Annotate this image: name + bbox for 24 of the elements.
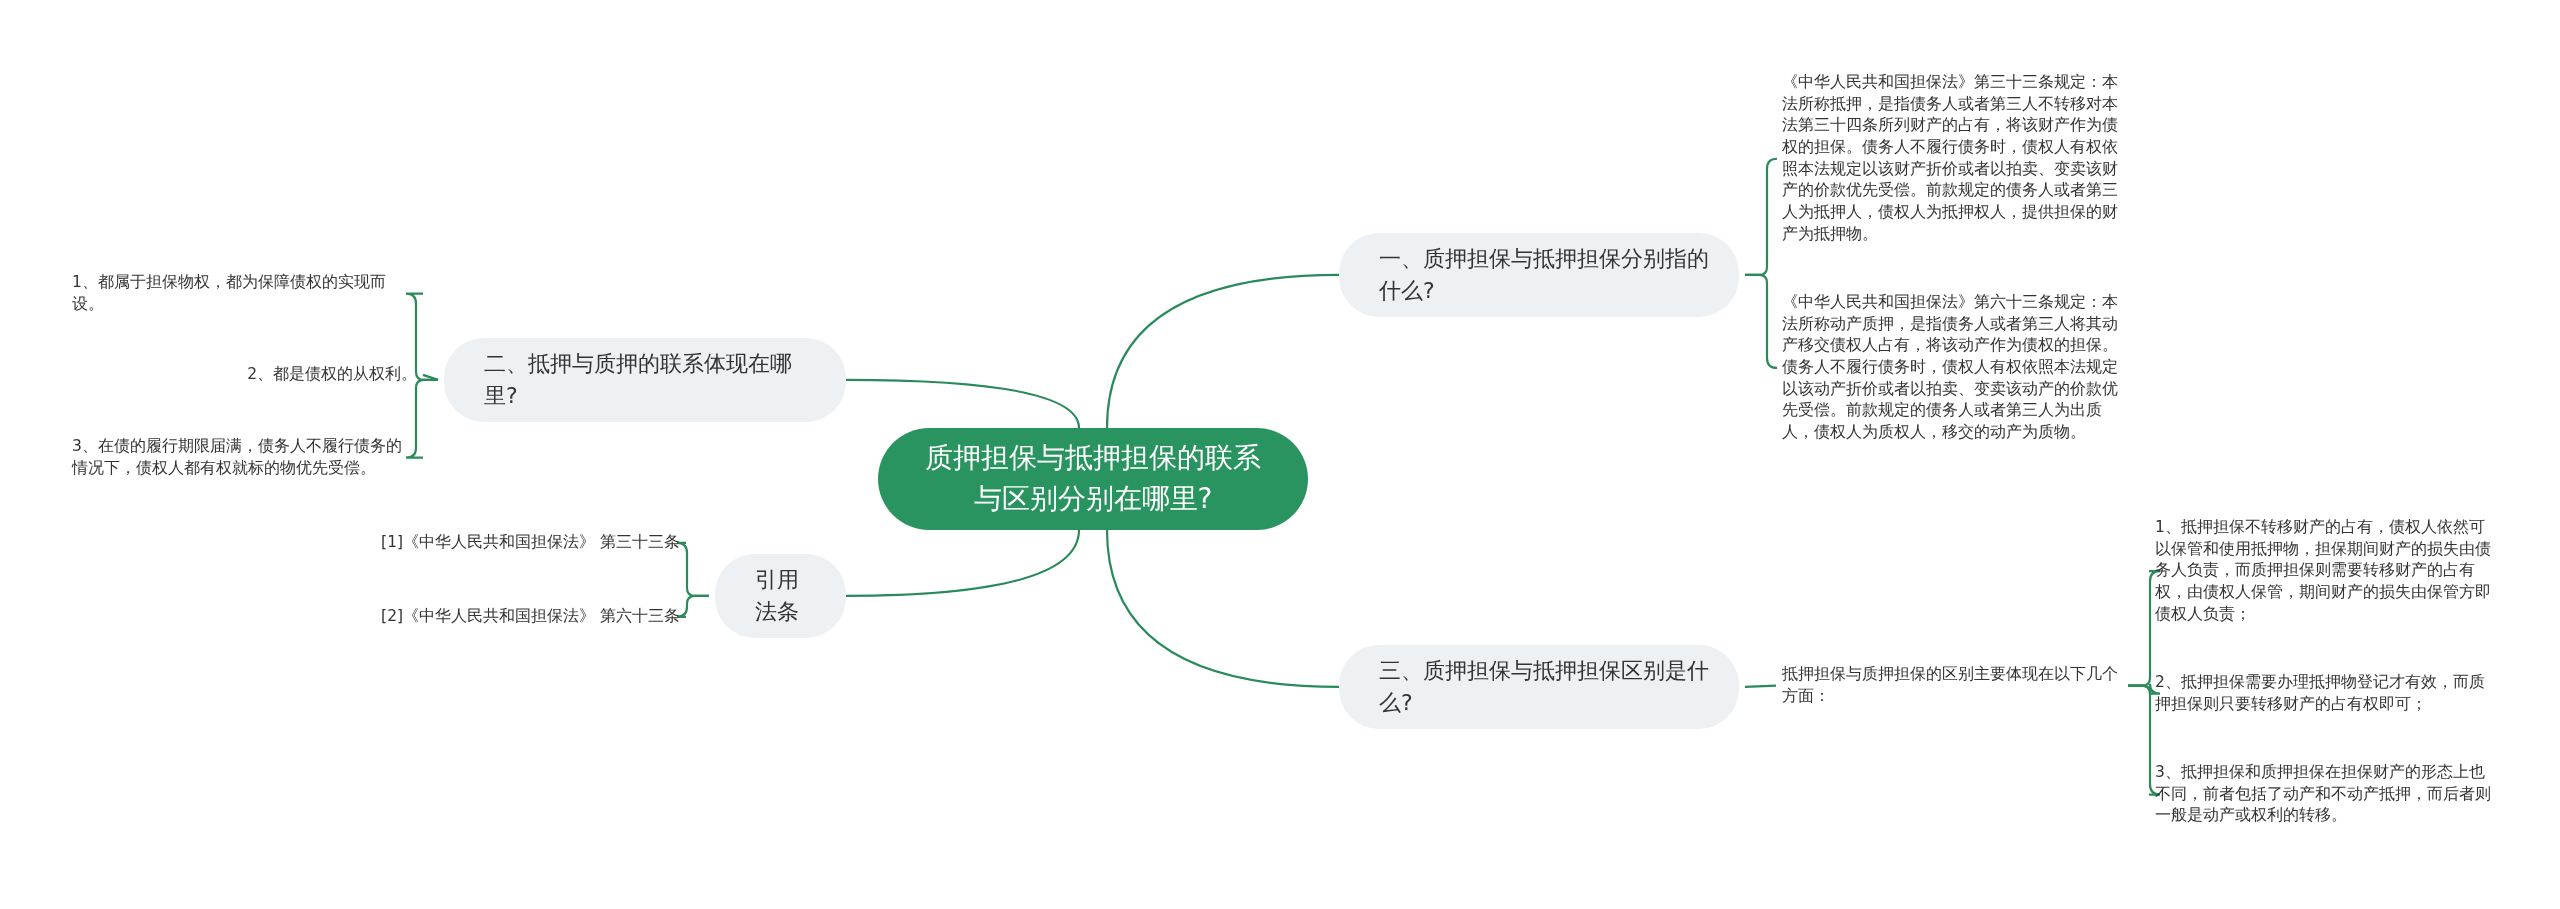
note-text: 《中华人民共和国担保法》第三十三条规定：本法所称抵押，是指债务人或者第三人不转移对本法第三十四条所列财产的占有，将该财产作为债权的担保。债务人不履行债务时，债权人有权依照本法规定以该财产折价或者以拍卖、变卖该财产的价款优先受偿。前款规定的债务人或者第三人为抵押人，债权人为抵押权人，提供担保的财产为抵押物。 [1782,72,2119,245]
topic-label: 二、抵押与质押的联系体现在哪里? [484,350,793,410]
connector-line [675,594,709,618]
topic-label: 三、质押担保与抵押担保区别是什么? [1379,657,1709,717]
note-text: 2、抵押担保需要办理抵押物登记才有效，而质押担保则只要转移财产的占有权即可； [2155,672,2486,715]
connector-line [846,529,1081,597]
connector-line [1745,273,1779,369]
connector-line [1744,684,1777,688]
note-text: 3、抵押担保和质押担保在担保财产的形态上也不同，前者包括了动产和不动产抵押，而后者则一般是动产或权利的转移。 [2155,762,2492,827]
note-text: 1、抵押担保不转移财产的占有，债权人依然可以保管和使用抵押物，担保期间财产的损失由债务人负责，而质押担保则需要转移财产的占有权，由债权人保管，期间财产的损失由保管方即债权人负责； [2155,517,2492,625]
note-text: 1、都属于担保物权，都为保障债权的实现而设。 [72,272,387,315]
central-topic-label: 质押担保与抵押担保的联系与区别分别在哪里? [924,440,1262,517]
topic-label: 引用法条 [755,566,800,626]
connector-line [1105,529,1340,688]
connector-line [846,378,1081,429]
topic-label: 一、质押担保与抵押担保分别指的什么? [1379,245,1709,305]
connector-line [1105,273,1340,429]
note-text: [2]《中华人民共和国担保法》 第六十三条 [380,606,680,627]
note-text: 《中华人民共和国担保法》第六十三条规定：本法所称动产质押，是指债务人或者第三人将其动产移交债权人占有，将该动产作为债权的担保。债务人不履行债务时，债权人有权依照本法规定以该动产折价或者以拍卖、变卖该动产的价款优先受偿。前款规定的债务人或者第三人为出质人，债权人为质权人，移交的动产为质物。 [1782,292,2119,444]
note-text: 3、在债的履行期限届满，债务人不履行债务的情况下，债权人都有权就标的物优先受偿。 [72,436,403,479]
connector-line [422,373,439,381]
note-text: 抵押担保与质押担保的区别主要体现在以下几个方面： [1782,664,2119,707]
note-text: 2、都是债权的从权利。 [246,364,417,385]
note-text: [1]《中华人民共和国担保法》 第三十三条 [380,532,680,553]
